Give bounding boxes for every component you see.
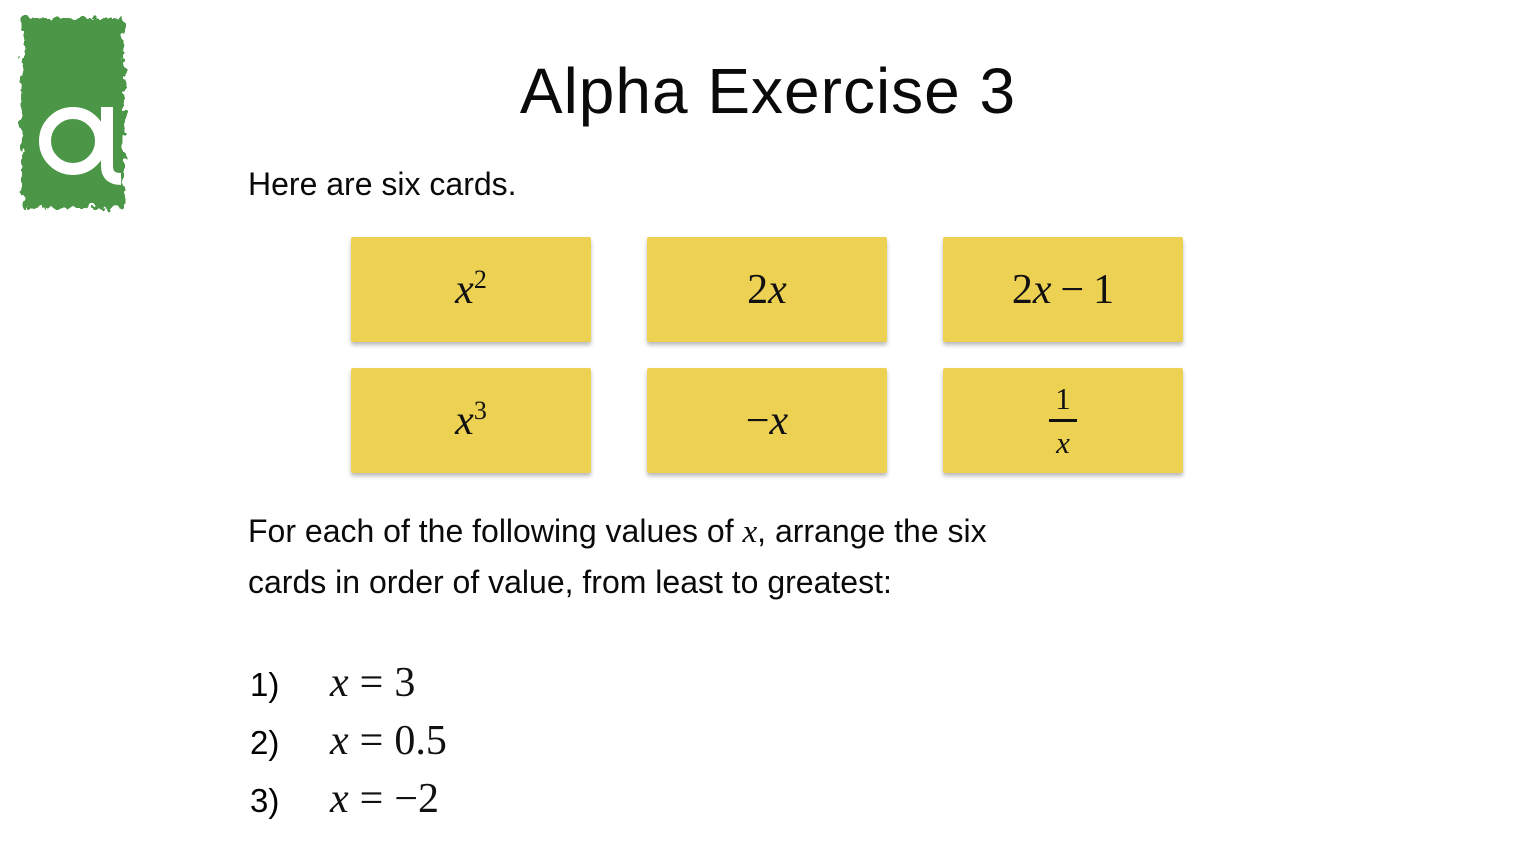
task-instructions: For each of the following values of x, a… <box>248 506 1248 607</box>
question-value: 0.5 <box>394 718 447 764</box>
alpha-logo <box>22 18 124 208</box>
task-text-after-x: , arrange the six <box>757 513 987 549</box>
fraction-denominator: x <box>1056 425 1070 460</box>
card-two-x: 2x <box>647 237 887 342</box>
card-two-x-minus-one: 2x−1 <box>943 237 1183 342</box>
equals-sign: = <box>359 776 384 822</box>
math-variable: x <box>455 397 474 444</box>
card-x-squared: x2 <box>351 237 591 342</box>
question-equation: x=3 <box>330 660 415 706</box>
page-title: Alpha Exercise 3 <box>519 55 1017 127</box>
card-one-over-x: 1 x <box>943 368 1183 473</box>
question-item-1: 1) x=3 <box>250 659 447 717</box>
card-expression: 2x−1 <box>1012 266 1114 314</box>
math-coefficient: 2 <box>1011 266 1033 313</box>
question-item-2: 2) x=0.5 <box>250 717 447 775</box>
fraction-numerator: 1 <box>1055 380 1071 416</box>
card-x-cubed: x3 <box>351 368 591 473</box>
minus-operator: − <box>1060 266 1085 313</box>
question-number: 2) <box>250 724 280 761</box>
question-equation: x=0.5 <box>330 718 447 764</box>
question-item-3: 3) x=−2 <box>250 775 447 833</box>
questions-list: 1)x=3 2)x=0.5 3)x=−2 <box>250 659 447 833</box>
equals-sign: = <box>359 718 384 764</box>
math-exponent: 3 <box>473 395 487 425</box>
question-number: 1) <box>250 666 280 703</box>
card-expression: x3 <box>455 397 487 445</box>
card-expression: x2 <box>455 266 487 314</box>
math-variable: x <box>330 776 349 822</box>
math-constant: 1 <box>1093 266 1115 313</box>
math-variable: x <box>742 514 758 550</box>
question-value: −2 <box>394 776 440 822</box>
logo-letter-a <box>39 107 122 185</box>
fraction-bar <box>1049 419 1077 422</box>
question-number: 3) <box>250 782 280 819</box>
math-exponent: 2 <box>473 264 487 294</box>
task-text-before-x: For each of the following values of <box>248 513 743 549</box>
card-expression-fraction: 1 x <box>1049 380 1077 460</box>
math-variable: x <box>330 660 349 706</box>
math-variable: x <box>769 397 789 444</box>
math-variable: x <box>768 266 787 313</box>
equals-sign: = <box>359 660 384 706</box>
math-coefficient: 2 <box>747 266 769 313</box>
card-negative-x: −x <box>647 368 887 473</box>
minus-sign: − <box>745 397 770 444</box>
math-variable: x <box>330 718 349 764</box>
card-expression: −x <box>746 397 788 445</box>
math-variable: x <box>455 266 474 313</box>
card-expression: 2x <box>747 266 787 314</box>
intro-text: Here are six cards. <box>248 166 517 202</box>
question-value: 3 <box>394 660 416 706</box>
question-equation: x=−2 <box>330 776 439 822</box>
task-text-line2: cards in order of value, from least to g… <box>248 564 892 600</box>
math-variable: x <box>1032 266 1052 313</box>
